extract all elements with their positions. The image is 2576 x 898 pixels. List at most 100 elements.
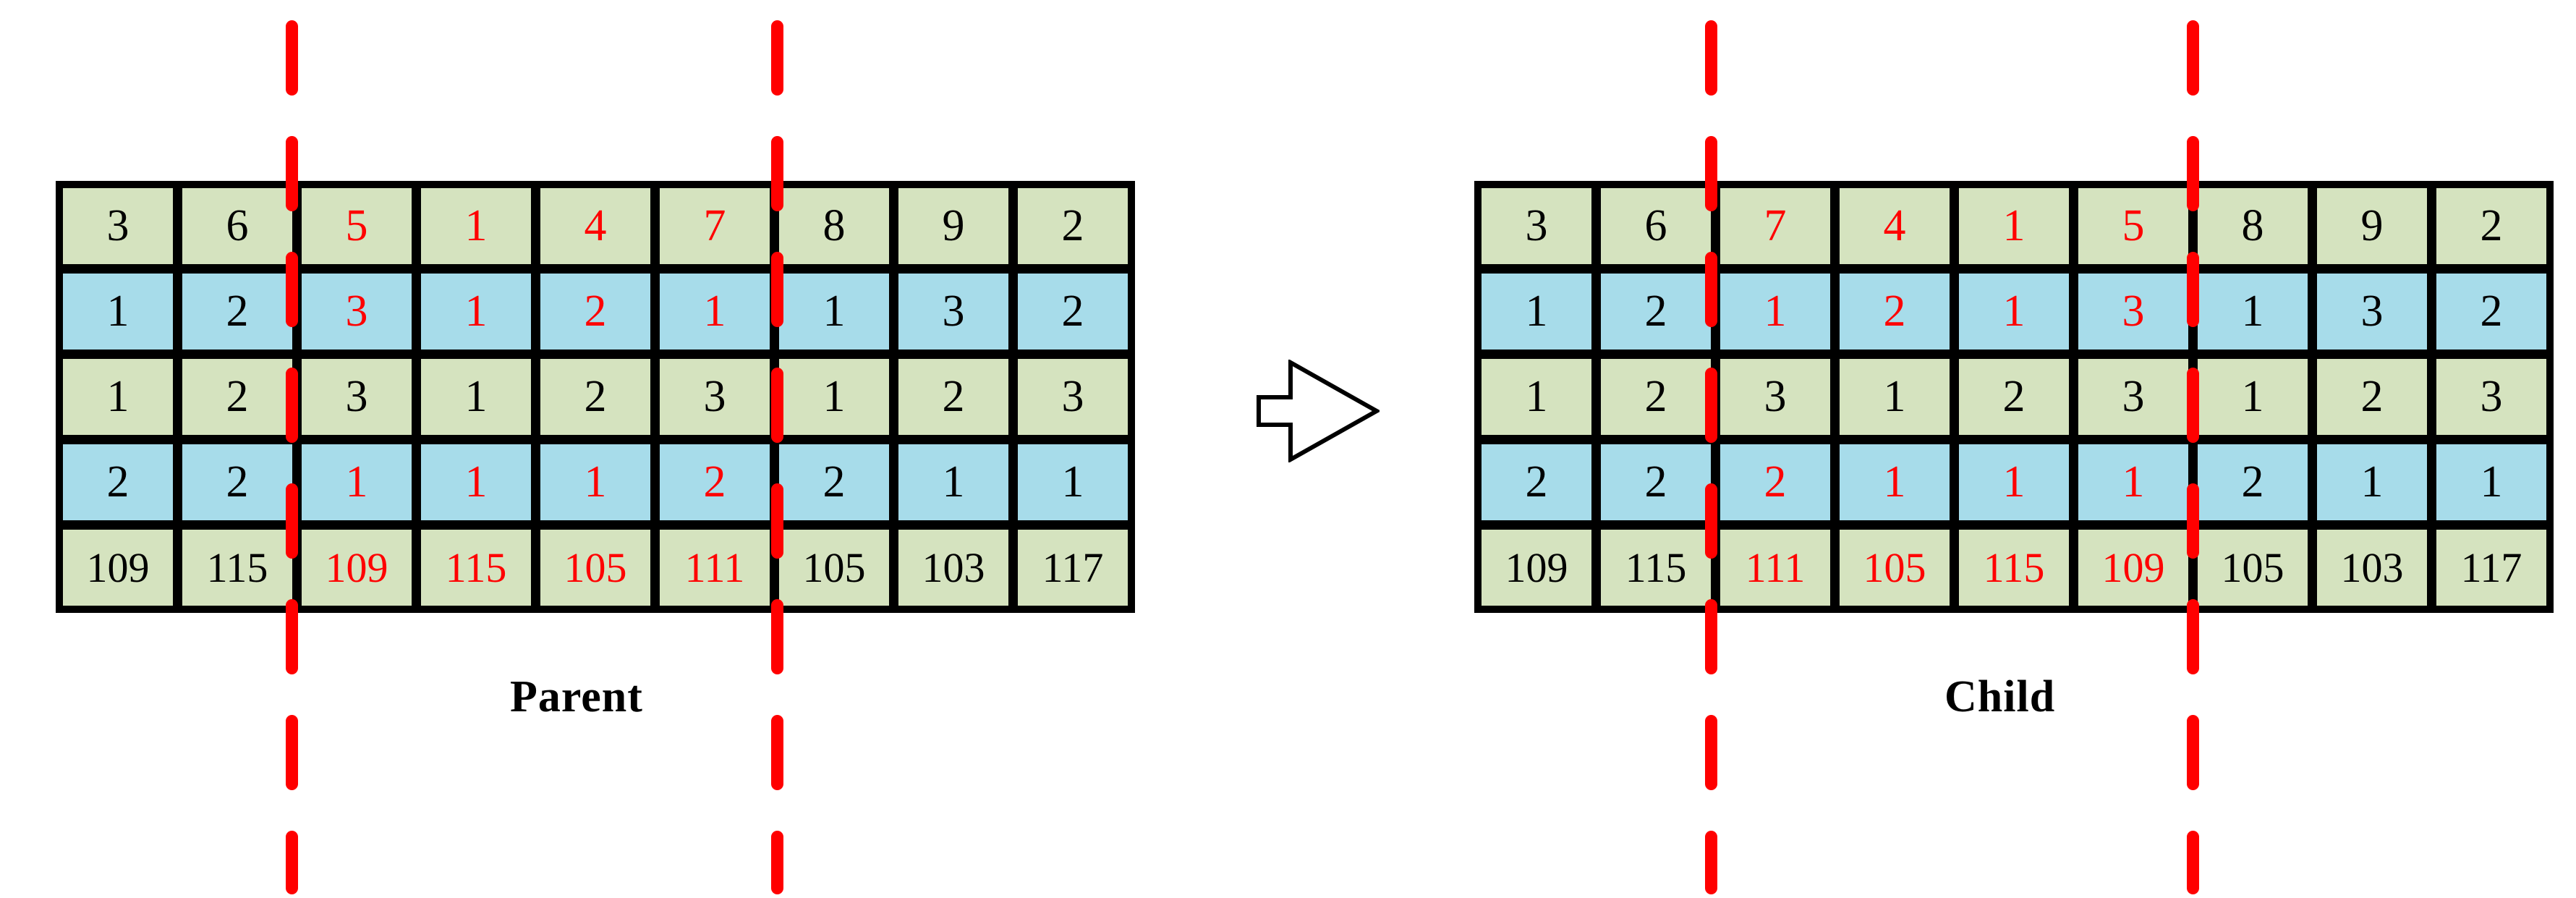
cell: 7	[1718, 186, 1837, 271]
cell: 3	[896, 271, 1016, 357]
cell: 103	[896, 528, 1016, 608]
cell: 1	[419, 271, 538, 357]
cell: 2	[1479, 442, 1599, 528]
parent-label: Parent	[510, 672, 643, 721]
cut-line-dash	[286, 831, 298, 894]
cell: 8	[777, 186, 896, 271]
cell: 5	[2076, 186, 2195, 271]
cell: 1	[777, 357, 896, 442]
cell: 3	[2434, 357, 2549, 442]
cell: 6	[1599, 186, 1718, 271]
cell: 3	[299, 357, 419, 442]
cell: 1	[538, 442, 658, 528]
cell: 1	[1957, 442, 2076, 528]
cell: 2	[61, 442, 180, 528]
cell: 1	[1479, 357, 1599, 442]
cell: 1	[61, 357, 180, 442]
cell: 9	[2315, 186, 2434, 271]
cell: 115	[180, 528, 299, 608]
cell: 115	[1599, 528, 1718, 608]
cut-line-dash	[1705, 831, 1717, 894]
cell: 1	[419, 186, 538, 271]
cell: 2	[1718, 442, 1837, 528]
cell: 1	[419, 442, 538, 528]
cell: 3	[2076, 271, 2195, 357]
cell: 2	[1016, 186, 1130, 271]
cell: 2	[1837, 271, 1957, 357]
cut-line-dash	[1705, 715, 1717, 790]
cut-line-dash	[771, 20, 783, 96]
cell: 3	[1479, 186, 1599, 271]
cell: 1	[2315, 442, 2434, 528]
cell: 1	[61, 271, 180, 357]
cell: 115	[1957, 528, 2076, 608]
cell: 109	[61, 528, 180, 608]
cell: 117	[2434, 528, 2549, 608]
cell: 2	[1599, 357, 1718, 442]
cell: 2	[1016, 271, 1130, 357]
cell: 3	[2076, 357, 2195, 442]
cell: 1	[419, 357, 538, 442]
cell: 2	[538, 357, 658, 442]
cut-line-dash	[2187, 20, 2199, 96]
cell: 2	[2315, 357, 2434, 442]
cell: 1	[2195, 271, 2315, 357]
cell: 2	[896, 357, 1016, 442]
cell: 2	[777, 442, 896, 528]
cell: 9	[896, 186, 1016, 271]
cell: 2	[2434, 186, 2549, 271]
cell: 4	[538, 186, 658, 271]
cell: 1	[1957, 186, 2076, 271]
cell: 2	[180, 357, 299, 442]
cut-line-dash	[771, 831, 783, 894]
cell: 2	[180, 271, 299, 357]
cell: 1	[1479, 271, 1599, 357]
cell: 109	[2076, 528, 2195, 608]
cell: 3	[658, 357, 777, 442]
cell: 1	[2076, 442, 2195, 528]
cell: 1	[2195, 357, 2315, 442]
cell: 1	[896, 442, 1016, 528]
cell: 117	[1016, 528, 1130, 608]
cell: 2	[1599, 271, 1718, 357]
cell: 109	[299, 528, 419, 608]
cell: 8	[2195, 186, 2315, 271]
cell: 1	[658, 271, 777, 357]
cell: 105	[777, 528, 896, 608]
cut-line-dash	[286, 715, 298, 790]
cut-line-dash	[286, 20, 298, 96]
cell: 1	[2434, 442, 2549, 528]
cut-line-dash	[771, 715, 783, 790]
cell: 3	[61, 186, 180, 271]
cell: 1	[1837, 357, 1957, 442]
cell: 2	[538, 271, 658, 357]
cut-line-dash	[1705, 20, 1717, 96]
cell: 2	[1599, 442, 1718, 528]
cut-line-dash	[2187, 831, 2199, 894]
cell: 2	[2434, 271, 2549, 357]
cell: 3	[299, 271, 419, 357]
right-block-arrow-icon	[1257, 360, 1380, 462]
cell: 109	[1479, 528, 1599, 608]
cell: 105	[2195, 528, 2315, 608]
cell: 3	[2315, 271, 2434, 357]
cell: 3	[1016, 357, 1130, 442]
cell: 2	[2195, 442, 2315, 528]
cell: 6	[180, 186, 299, 271]
cell: 1	[1718, 271, 1837, 357]
cell: 2	[658, 442, 777, 528]
